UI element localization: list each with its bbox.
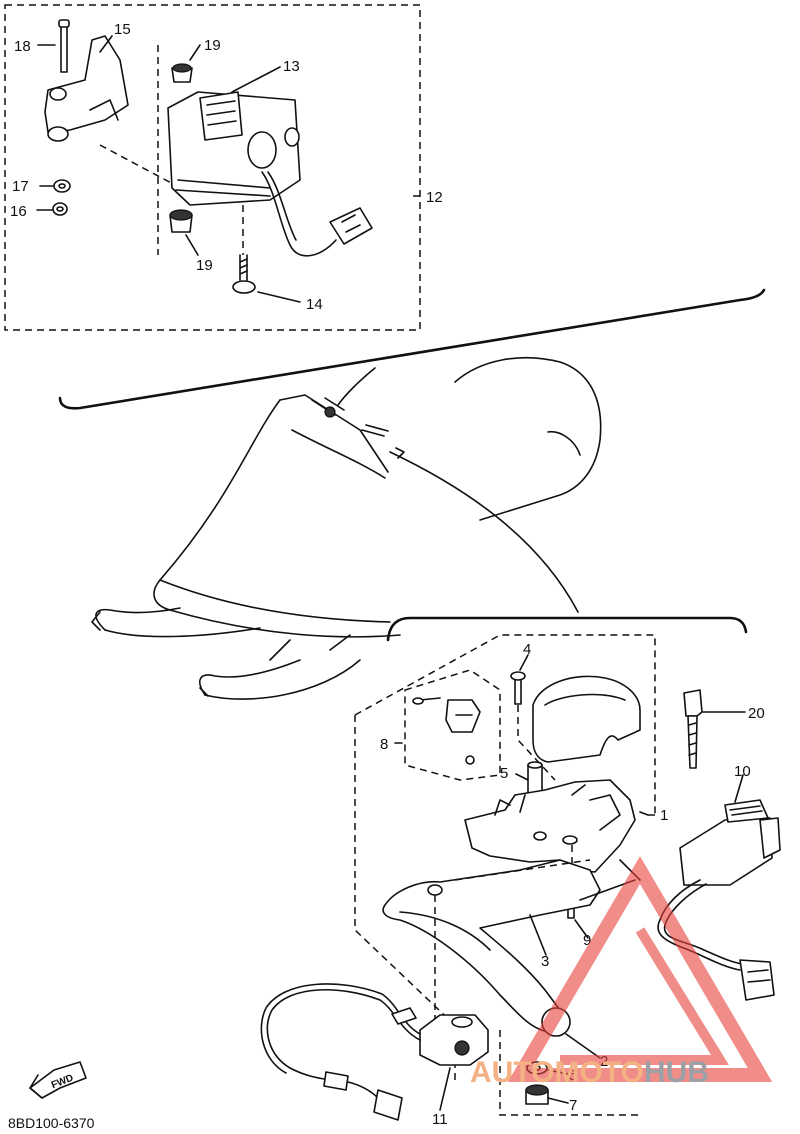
snowmobile-body (91, 356, 602, 700)
callout-9: 9 (583, 932, 591, 949)
throttle-sensor-11 (260, 983, 489, 1121)
callout-12: 12 (426, 189, 443, 206)
callout-17: 17 (12, 178, 29, 195)
bracket-15 (44, 35, 129, 142)
callout-16: 16 (10, 203, 27, 220)
nut-17 (53, 179, 71, 193)
grommet-19-bottom (169, 209, 193, 233)
diagram-code: 8BD100-6370 (8, 1115, 95, 1131)
bolt-18 (58, 19, 70, 73)
callout-19-top: 19 (204, 37, 221, 54)
callout-8: 8 (380, 736, 388, 753)
callout-14: 14 (306, 296, 323, 313)
callout-7: 7 (569, 1097, 577, 1114)
callout-13: 13 (283, 58, 300, 75)
callout-3: 3 (541, 953, 549, 970)
callout-5: 5 (500, 765, 508, 782)
screw-4 (510, 671, 556, 781)
nut-7 (525, 1084, 549, 1105)
fwd-arrow-icon: FWD (29, 1061, 87, 1099)
throttle-housing-1 (464, 779, 636, 873)
callout-10: 10 (734, 763, 751, 780)
callout-20: 20 (748, 705, 765, 722)
throttle-cover (532, 675, 641, 763)
callout-18: 18 (14, 38, 31, 55)
cable-band-20 (683, 689, 703, 769)
module-harness (261, 171, 373, 257)
inset-box-12 (4, 4, 766, 410)
watermark-brand-part1: AUTOMOTO (470, 1056, 644, 1089)
bolt-14 (232, 205, 256, 294)
watermark-brand-part2: HUB (644, 1056, 709, 1089)
switch-part-8 (412, 697, 481, 765)
main-harness (579, 859, 775, 1001)
grommet-19-top (171, 63, 193, 83)
callout-1: 1 (660, 807, 668, 824)
nut-16 (52, 202, 68, 216)
callout-19-bottom: 19 (196, 257, 213, 274)
watermark-brand: AUTOMOTOHUB (470, 1056, 709, 1089)
control-module-13 (167, 91, 301, 206)
callout-4: 4 (523, 641, 531, 658)
callout-11: 11 (432, 1111, 448, 1128)
relay-10 (679, 799, 781, 886)
callout-15: 15 (114, 21, 131, 38)
watermark-logo (507, 856, 773, 1082)
assembly-bracket-line (386, 616, 748, 642)
